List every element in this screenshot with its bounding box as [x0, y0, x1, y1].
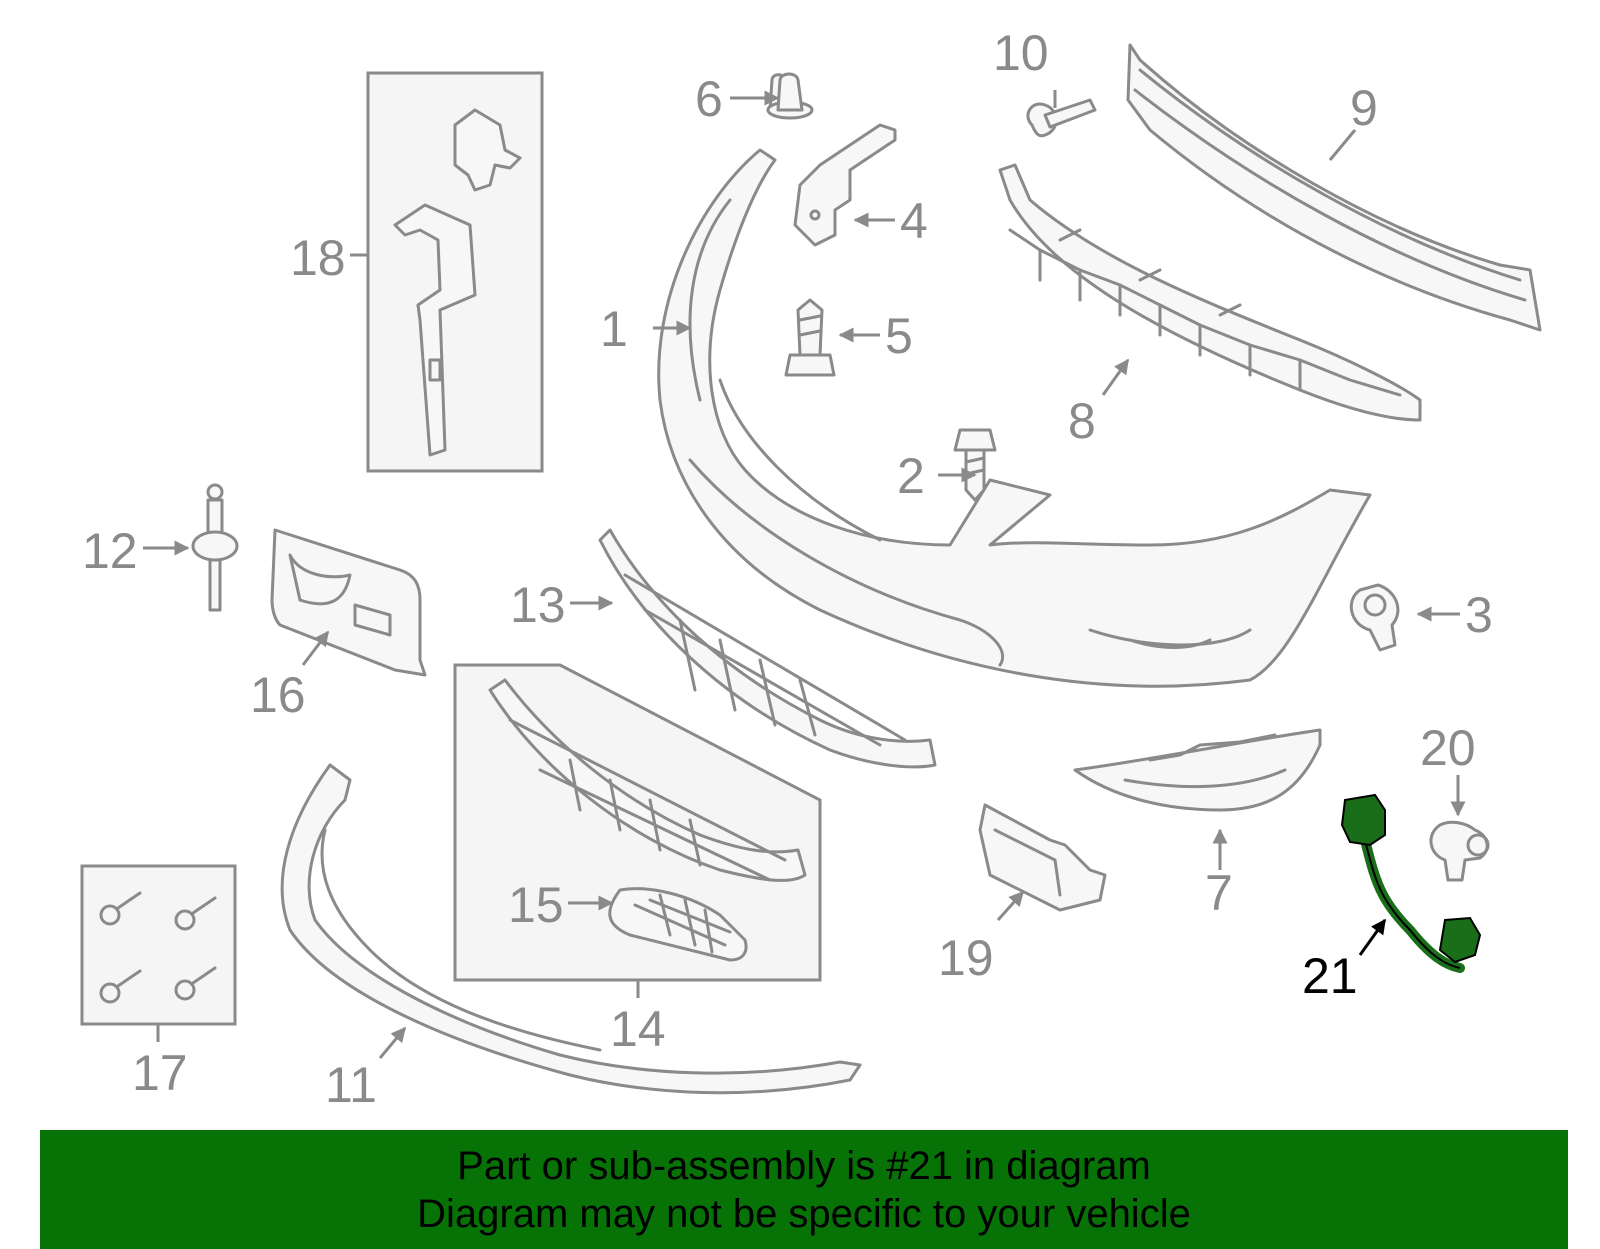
callout-8: 8 [1068, 393, 1096, 449]
part-11-lower-deflector[interactable] [280, 763, 862, 1095]
part-16-license-bracket[interactable] [270, 528, 427, 677]
callout-9: 9 [1350, 80, 1378, 136]
callout-7: 7 [1205, 865, 1233, 921]
callout-17: 17 [132, 1045, 188, 1101]
part-13-upper-grille[interactable] [598, 528, 937, 769]
callout-1: 1 [600, 301, 628, 357]
part-8-energy-absorber[interactable] [998, 163, 1422, 422]
part-9-reinforcement-bar[interactable] [1126, 43, 1542, 332]
part-3-sensor-bracket[interactable] [1349, 583, 1400, 652]
part-1-bumper-cover[interactable] [657, 148, 1372, 688]
part-18-sensor-bracket-assembly[interactable] [366, 71, 544, 473]
callout-12: 12 [82, 523, 138, 579]
callout-19: 19 [938, 930, 994, 986]
callout-14: 14 [610, 1001, 666, 1057]
callout-13: 13 [510, 577, 566, 633]
callout-16: 16 [250, 667, 306, 723]
callout-18: 18 [290, 230, 346, 286]
callout-6: 6 [695, 71, 723, 127]
callout-21: 21 [1302, 948, 1358, 1004]
part-4-bracket[interactable] [793, 123, 897, 247]
part-6-clip[interactable] [766, 72, 814, 120]
part-2-screw[interactable] [953, 428, 997, 502]
part-20-parking-sensor[interactable] [1429, 820, 1490, 882]
part-15-grille-insert[interactable] [608, 887, 748, 962]
part-19-radar-module[interactable] [978, 803, 1107, 912]
part-17-screw-kit[interactable] [80, 864, 237, 1026]
info-banner: Part or sub-assembly is #21 in diagram D… [40, 1130, 1568, 1249]
part-21-wiring-harness[interactable] [1340, 793, 1482, 973]
callout-10: 10 [993, 25, 1049, 81]
callout-15: 15 [508, 877, 564, 933]
callout-20: 20 [1420, 720, 1476, 776]
callout-3: 3 [1465, 587, 1493, 643]
parts-diagram: 1 2 3 4 5 6 7 8 9 10 11 12 13 14 15 16 1… [80, 25, 1542, 1113]
leader-lines [143, 90, 1466, 1059]
callout-4: 4 [900, 193, 928, 249]
part-5-bolt[interactable] [784, 298, 836, 377]
callout-11: 11 [325, 1057, 377, 1113]
banner-line-2: Diagram may not be specific to your vehi… [417, 1192, 1191, 1236]
banner-line-1: Part or sub-assembly is #21 in diagram [457, 1144, 1151, 1188]
part-12-pin[interactable] [191, 483, 239, 612]
callout-2: 2 [897, 448, 925, 504]
part-7-lower-grille-side[interactable] [1073, 728, 1322, 812]
callout-5: 5 [885, 308, 913, 364]
part-10-bolt[interactable] [1026, 98, 1097, 138]
callout-labels: 1 2 3 4 5 6 7 8 9 10 11 12 13 14 15 16 1… [82, 25, 1493, 1113]
part-14-grille-assembly[interactable] [453, 663, 822, 982]
